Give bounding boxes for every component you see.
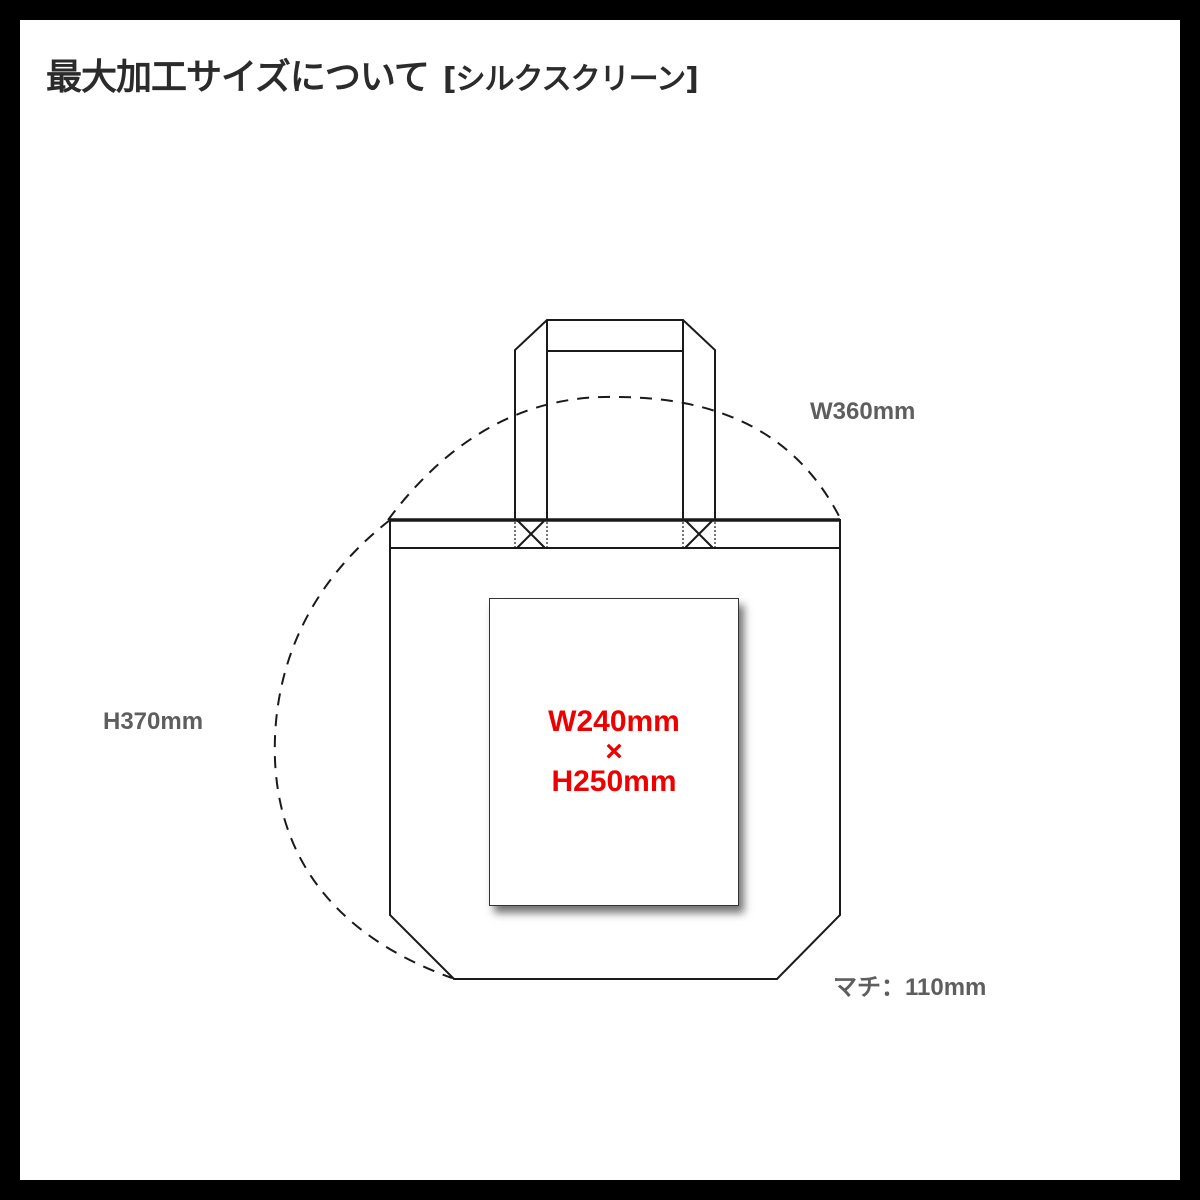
print-area-dimensions: W240mm × H250mm — [490, 707, 738, 797]
height-measure-arc — [273, 519, 453, 979]
print-height: H250mm — [551, 765, 677, 798]
print-area-box: W240mm × H250mm — [489, 598, 739, 906]
diagram-canvas: 最大加工サイズについて [シルクスクリーン] — [20, 20, 1180, 1180]
title-main: 最大加工サイズについて — [46, 57, 430, 98]
print-width: W240mm — [548, 705, 680, 738]
print-times-sign: × — [605, 735, 623, 768]
title-subtitle: [シルクスクリーン] — [442, 62, 699, 97]
height-label: H370mm — [103, 708, 204, 735]
gusset-label: マチ：110mm — [833, 974, 987, 1001]
width-label: W360mm — [810, 398, 916, 425]
page-title: 最大加工サイズについて [シルクスクリーン] — [46, 48, 699, 100]
bag-handle-outer — [514, 319, 716, 520]
width-measure-arc — [387, 395, 841, 521]
tote-bag-diagram — [273, 319, 841, 980]
